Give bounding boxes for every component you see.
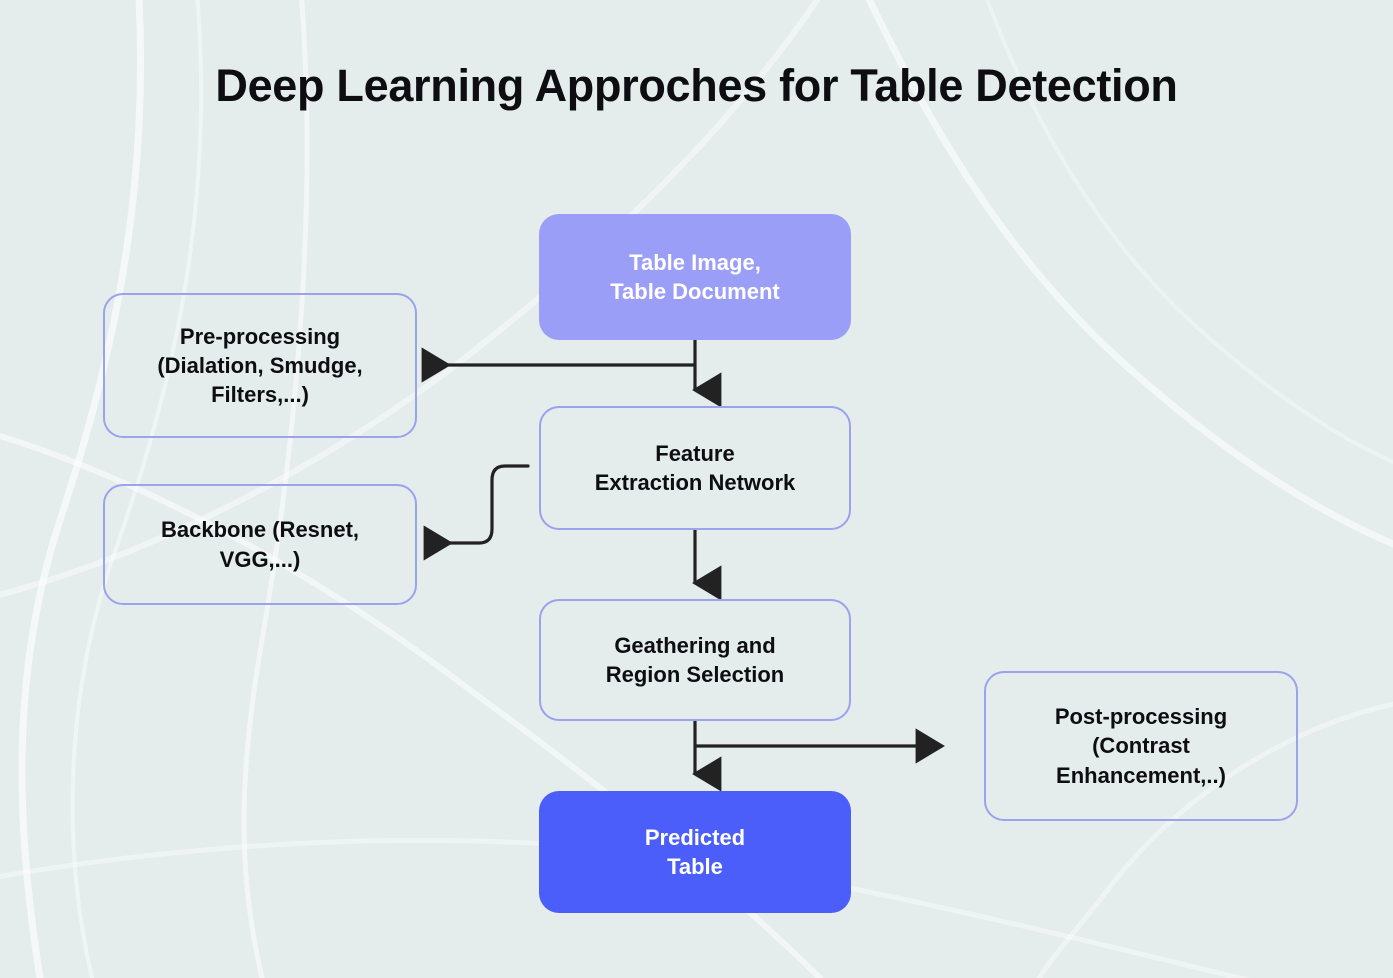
node-post-processing[interactable]: Post-processing (Contrast Enhancement,..… bbox=[984, 671, 1298, 821]
node-table-image[interactable]: Table Image, Table Document bbox=[539, 214, 851, 340]
node-table-image-label: Table Image, Table Document bbox=[610, 249, 780, 304]
node-pre-processing[interactable]: Pre-processing (Dialation, Smudge, Filte… bbox=[103, 293, 417, 438]
node-backbone[interactable]: Backbone (Resnet, VGG,...) bbox=[103, 484, 417, 605]
node-geathering-region-selection-label: Geathering and Region Selection bbox=[605, 632, 785, 687]
node-pre-processing-label: Pre-processing (Dialation, Smudge, Filte… bbox=[157, 323, 363, 408]
node-predicted-table-label: Predicted Table bbox=[644, 824, 746, 879]
node-backbone-label: Backbone (Resnet, VGG,...) bbox=[160, 517, 360, 572]
node-predicted-table[interactable]: Predicted Table bbox=[539, 791, 851, 913]
node-post-processing-label: Post-processing (Contrast Enhancement,..… bbox=[1054, 704, 1228, 788]
page-title: Deep Learning Approches for Table Detect… bbox=[215, 60, 1178, 111]
node-geathering-region-selection[interactable]: Geathering and Region Selection bbox=[539, 599, 851, 721]
node-feature-extraction-network[interactable]: Feature Extraction Network bbox=[539, 406, 851, 530]
edge-feature-extraction-to-backbone bbox=[423, 464, 530, 561]
node-feature-extraction-network-label: Feature Extraction Network bbox=[594, 440, 796, 495]
